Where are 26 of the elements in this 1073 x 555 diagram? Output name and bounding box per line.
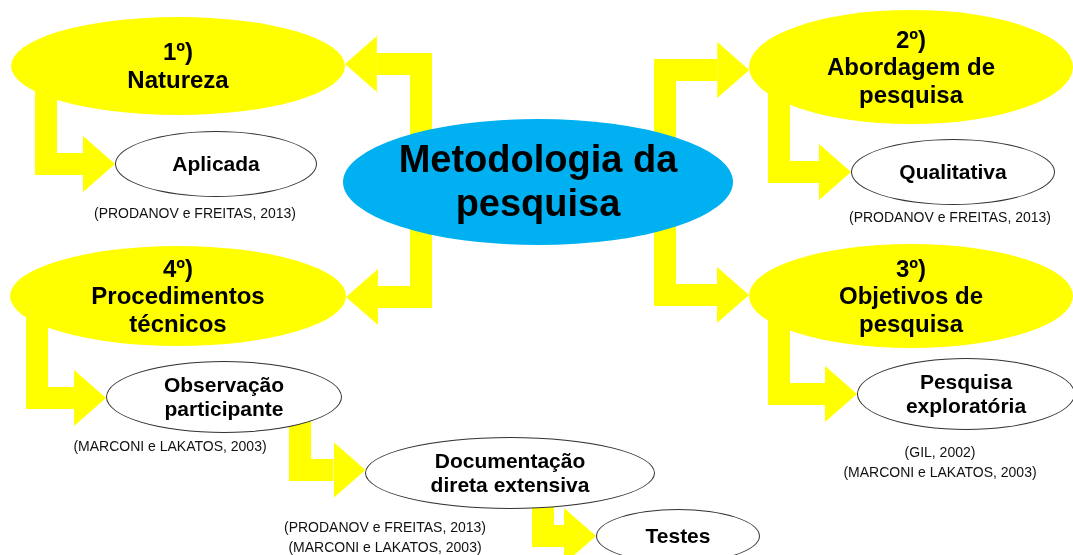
node-label: Aplicada: [172, 151, 260, 177]
node-label: Natureza: [127, 66, 229, 94]
step-number: 1º): [162, 38, 194, 66]
node-label: Objetivos de pesquisa: [837, 282, 984, 338]
block-arrow: [768, 320, 857, 422]
step-number: 3º): [895, 254, 927, 283]
citation-text: (PRODANOV e FREITAS, 2013): [94, 204, 296, 223]
node-label: Documentação direta extensiva: [429, 448, 591, 498]
step-number: 2º): [895, 25, 927, 54]
node-label: Metodologia da pesquisa: [398, 138, 678, 226]
citation-text: (PRODANOV e FREITAS, 2013): [284, 518, 486, 537]
block-arrow: [26, 317, 107, 426]
citation-text: (MARCONI e LAKATOS, 2003): [843, 463, 1037, 482]
node-label: Testes: [645, 523, 711, 549]
node-label: Pesquisa exploratória: [904, 369, 1028, 419]
citation-text: (PRODANOV e FREITAS, 2013): [849, 208, 1051, 227]
citation-text: (MARCONI e LAKATOS, 2003): [73, 437, 267, 456]
node-label: Observação participante: [162, 372, 286, 422]
step-number: 4º): [162, 254, 194, 283]
node-label: Procedimentos técnicos: [90, 282, 266, 338]
node-label: Abordagem de pesquisa: [826, 53, 996, 109]
block-arrow: [768, 94, 851, 200]
node-label: Qualitativa: [899, 159, 1007, 185]
block-arrow: [35, 90, 115, 192]
citation-text: (GIL, 2002): [904, 443, 976, 462]
citation-text: (MARCONI e LAKATOS, 2003): [288, 538, 482, 555]
